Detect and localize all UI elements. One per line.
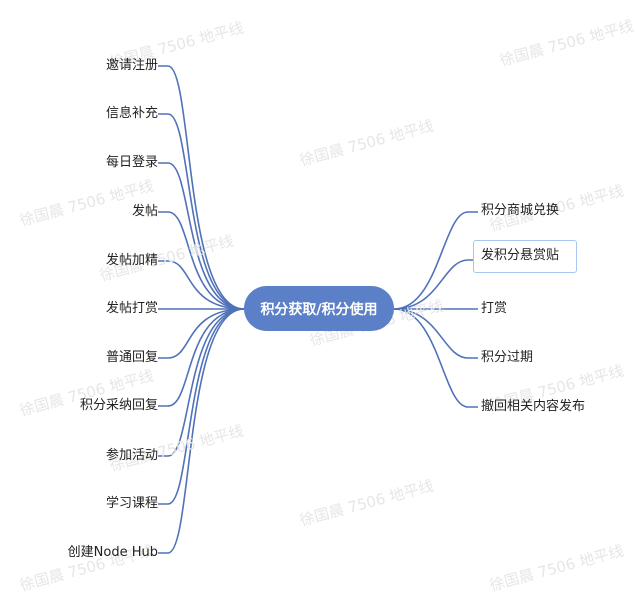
left-link-10 — [158, 308, 245, 554]
node-label: 积分采纳回复 — [79, 398, 158, 413]
left-node-create-hub[interactable]: 创建Node Hub — [68, 545, 158, 561]
left-link-9 — [158, 308, 245, 505]
node-label: 每日登录 — [105, 155, 158, 170]
right-link-1 — [393, 259, 478, 310]
node-label: 积分过期 — [481, 350, 534, 365]
left-link-1 — [158, 113, 245, 310]
right-link-0 — [393, 211, 478, 310]
node-label: 积分商城兑换 — [481, 203, 560, 218]
node-label: 信息补充 — [105, 106, 158, 121]
right-link-4 — [393, 308, 478, 408]
left-node-invite[interactable]: 邀请注册 — [106, 58, 158, 74]
right-node-tip[interactable]: 打赏 — [481, 301, 507, 317]
left-node-reply[interactable]: 普通回复 — [106, 350, 158, 366]
right-node-withdraw[interactable]: 撤回相关内容发布 — [481, 399, 585, 415]
left-link-2 — [158, 162, 245, 310]
left-link-3 — [158, 211, 245, 310]
right-node-mall-exchange[interactable]: 积分商城兑换 — [481, 203, 559, 219]
left-link-7 — [158, 308, 245, 407]
node-label: 发积分悬赏贴 — [481, 248, 560, 263]
left-link-8 — [158, 308, 245, 457]
node-label: 撤回相关内容发布 — [481, 399, 586, 414]
left-node-accepted-reply[interactable]: 积分采纳回复 — [80, 398, 158, 414]
node-label: 参加活动 — [105, 448, 158, 463]
left-node-daily-login[interactable]: 每日登录 — [106, 155, 158, 171]
left-link-6 — [158, 308, 245, 359]
node-label: 邀请注册 — [105, 58, 158, 73]
left-node-post-featured[interactable]: 发帖加精 — [106, 253, 158, 269]
right-node-bounty-post[interactable]: 发积分悬赏贴 — [473, 240, 577, 273]
center-node[interactable]: 积分获取/积分使用 — [244, 286, 394, 331]
right-link-3 — [393, 308, 478, 359]
left-node-info[interactable]: 信息补充 — [106, 106, 158, 122]
left-node-activity[interactable]: 参加活动 — [106, 448, 158, 464]
left-node-post-tip[interactable]: 发帖打赏 — [106, 301, 158, 317]
node-label: 发帖打赏 — [105, 301, 158, 316]
node-label: 打赏 — [481, 301, 508, 316]
node-label: 普通回复 — [105, 350, 158, 365]
node-label: 学习课程 — [105, 496, 158, 511]
node-label: 发帖加精 — [105, 253, 158, 268]
left-node-course[interactable]: 学习课程 — [106, 496, 158, 512]
left-link-0 — [158, 65, 245, 310]
node-label: 发帖 — [131, 204, 158, 219]
center-node-label: 积分获取/积分使用 — [260, 301, 378, 318]
left-link-4 — [158, 260, 245, 310]
left-node-post[interactable]: 发帖 — [132, 204, 158, 220]
node-label: 创建Node Hub — [67, 545, 158, 560]
right-node-expire[interactable]: 积分过期 — [481, 350, 533, 366]
